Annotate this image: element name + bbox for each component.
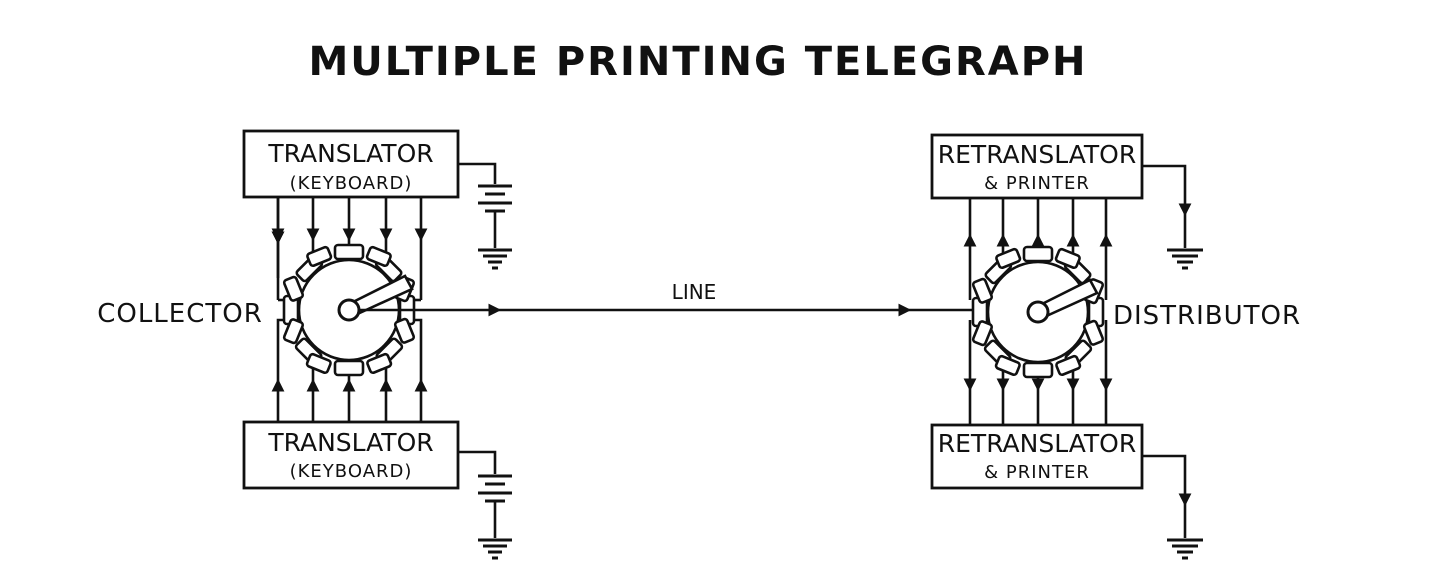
line-label: LINE xyxy=(672,280,717,304)
collector-label: COLLECTOR xyxy=(97,299,263,329)
retranslator-bottom-subtitle: & PRINTER xyxy=(984,462,1090,483)
ground-bottom-right-icon xyxy=(1142,454,1203,560)
retranslator-bottom-box: RETRANSLATOR & PRINTER xyxy=(930,423,1144,490)
translator-bottom-box: TRANSLATOR (KEYBOARD) xyxy=(242,420,460,490)
ground-top-left-icon xyxy=(478,248,512,270)
ground-top-right-icon xyxy=(1142,164,1203,270)
collector-dial xyxy=(282,243,416,377)
translator-bottom-title: TRANSLATOR xyxy=(267,428,433,457)
distributor-label: DISTRIBUTOR xyxy=(1113,301,1301,331)
ground-bottom-left-icon xyxy=(478,538,512,560)
battery-top-icon xyxy=(458,162,512,248)
retranslator-top-title: RETRANSLATOR xyxy=(938,140,1136,169)
distributor-dial xyxy=(971,245,1105,379)
translator-top-box: TRANSLATOR (KEYBOARD) xyxy=(242,129,460,199)
retranslator-bottom-title: RETRANSLATOR xyxy=(938,429,1136,458)
translator-top-title: TRANSLATOR xyxy=(267,139,433,168)
retranslator-top-box: RETRANSLATOR & PRINTER xyxy=(930,133,1144,200)
retranslator-bottom-wires xyxy=(963,320,1113,425)
page-title: MULTIPLE PRINTING TELEGRAPH xyxy=(308,39,1087,85)
retranslator-top-subtitle: & PRINTER xyxy=(984,173,1090,194)
translator-bottom-subtitle: (KEYBOARD) xyxy=(290,461,413,482)
battery-bottom-icon xyxy=(458,450,512,538)
translator-top-subtitle: (KEYBOARD) xyxy=(290,173,413,194)
distributor-segments xyxy=(971,245,1105,379)
